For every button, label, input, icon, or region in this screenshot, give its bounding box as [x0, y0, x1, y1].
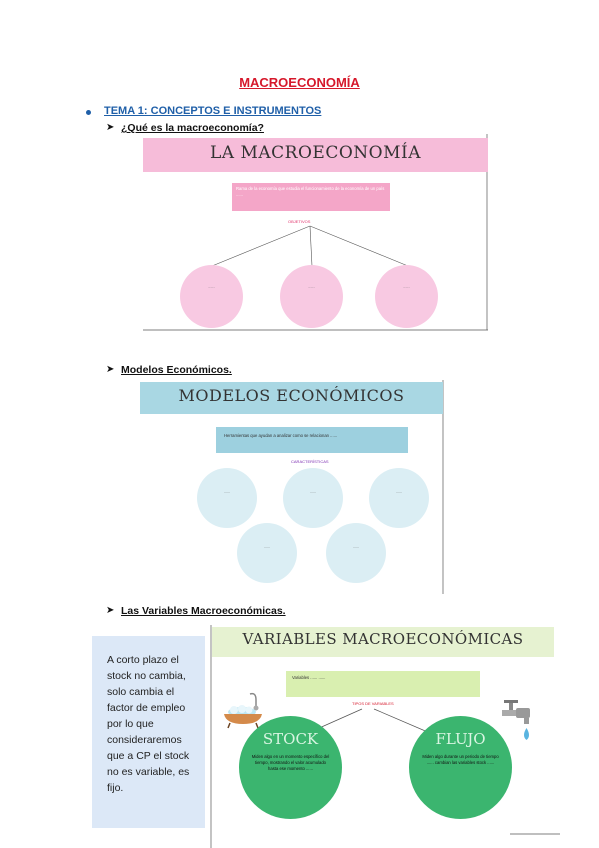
flujo-title: FLUJO — [435, 730, 486, 748]
definition-box — [232, 183, 390, 211]
definition-text: Herramientas que ayudan a analizar como … — [224, 433, 338, 438]
flujo-circle: FLUJO Miden algo durante un periodo de t… — [409, 716, 512, 819]
slide-frame — [442, 380, 444, 594]
objective-text: ...... — [308, 285, 315, 289]
objectives-label: OBJETIVOS — [288, 219, 311, 224]
characteristic-circle: ...... — [283, 468, 343, 528]
objective-circle: ...... — [280, 265, 343, 328]
characteristic-circle: ...... — [326, 523, 386, 583]
connector-lines — [211, 225, 409, 267]
bathtub-icon — [224, 692, 262, 729]
faucet-icon — [502, 700, 530, 740]
objective-text: ...... — [403, 285, 410, 289]
slide-title: LA MACROECONOMÍA — [210, 143, 421, 163]
definition-text: Rama de la economía que estudia el funci… — [236, 186, 385, 197]
characteristic-text: ...... — [352, 545, 360, 549]
characteristic-circle: ...... — [197, 468, 257, 528]
slide-title-bar — [140, 382, 443, 414]
note-box — [92, 636, 205, 828]
note-text: A corto plazo el stock no cambia, solo c… — [107, 654, 190, 794]
flujo-text: Miden algo durante un periodo de tiempo … — [422, 754, 499, 765]
bullet-icon — [86, 110, 91, 115]
slide-title-bar — [212, 627, 554, 657]
characteristic-circle: ...... — [369, 468, 429, 528]
section-heading: TEMA 1: CONCEPTOS E INSTRUMENTOS — [104, 105, 322, 117]
variable-types-label: TIPOS DE VARIABLES — [352, 701, 394, 706]
characteristic-circle: ...... — [237, 523, 297, 583]
characteristic-text: ...... — [309, 490, 317, 494]
subsection-heading-2: Modelos Económicos. — [121, 364, 232, 376]
definition-text: Variables ...... ...... — [292, 675, 326, 680]
definition-box — [286, 671, 480, 697]
characteristics-label: CARACTERÍSTICAS — [291, 459, 329, 464]
slide-title: VARIABLES MACROECONÓMICAS — [242, 630, 524, 648]
stock-text: Miden algo en un momento específico del … — [251, 754, 330, 771]
objective-text: ...... — [208, 285, 215, 289]
characteristic-text: ...... — [395, 490, 403, 494]
definition-box — [216, 427, 408, 453]
objective-circle: ...... — [375, 265, 438, 328]
characteristic-text: ...... — [263, 545, 271, 549]
characteristic-text: ...... — [223, 490, 231, 494]
subsection-heading-3: Las Variables Macroeconómicas. — [121, 605, 286, 617]
stock-circle: STOCK Miden algo en un momento específic… — [239, 716, 342, 819]
subsection-heading-1: ¿Qué es la macroeconomía? — [121, 122, 264, 134]
objective-circle: ...... — [180, 265, 243, 328]
slide-frame — [210, 625, 560, 848]
document-title: MACROECONOMÍA — [239, 75, 360, 90]
arrow-bullet-icon: ➤ — [106, 364, 115, 375]
slide-title-bar — [143, 138, 488, 172]
arrow-bullet-icon: ➤ — [106, 122, 115, 133]
slide-title: MODELOS ECONÓMICOS — [178, 386, 405, 405]
arrow-bullet-icon: ➤ — [106, 605, 115, 616]
stock-title: STOCK — [262, 730, 319, 748]
